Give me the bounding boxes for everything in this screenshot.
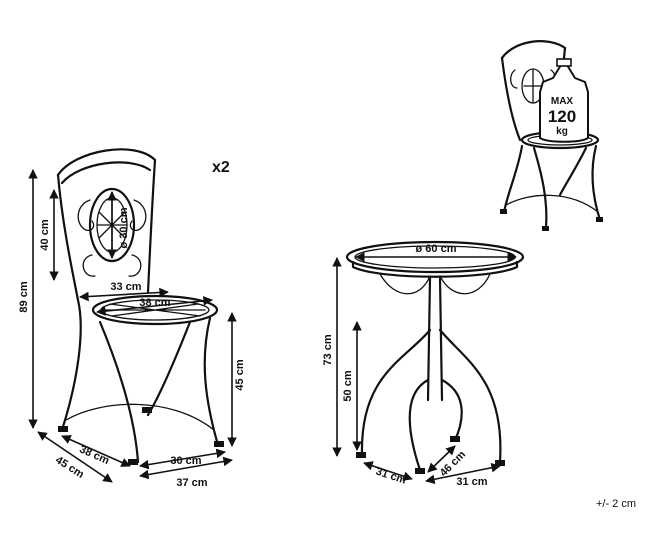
chair-back-height-label: 40 cm	[39, 219, 51, 250]
quantity-label: x2	[212, 159, 230, 176]
table-height-label: 73 cm	[322, 334, 334, 365]
table-foot-diagonal-label: 46 cm	[438, 448, 469, 479]
table-drawing	[345, 240, 525, 474]
medallion-diameter-label: ø 30 cm	[118, 207, 130, 248]
seat-diameter-label: 38 cm	[139, 297, 170, 309]
table-top	[345, 240, 525, 274]
seat-diameter-line	[96, 296, 213, 316]
table-lower-height-label: 50 cm	[342, 370, 354, 401]
load-max-label: MAX	[551, 96, 574, 107]
table-foot-left-line	[363, 461, 413, 481]
tolerance-note: +/- 2 cm	[595, 498, 636, 510]
back-width-line	[79, 287, 169, 302]
chair-width-front-label: 30 cm	[170, 455, 201, 467]
table-diameter-label: ø 60 cm	[416, 243, 457, 255]
table-foot-base-line	[425, 463, 501, 484]
chair-width-base-line	[139, 456, 233, 480]
chair-depth-base-line	[37, 431, 113, 483]
chair-height-total-label: 89 cm	[18, 281, 30, 312]
chair-width-base-label: 37 cm	[176, 477, 207, 489]
seat-height-label: 45 cm	[234, 359, 246, 390]
table-foot-base-label: 31 cm	[456, 476, 487, 488]
load-value-label: 120	[548, 107, 576, 126]
chair-depth-front-label: 38 cm	[78, 443, 112, 467]
chair-depth-base-label: 45 cm	[53, 454, 86, 481]
load-chair-drawing	[500, 40, 603, 231]
load-unit-label: kg	[556, 126, 568, 137]
medallion-circle	[88, 187, 136, 263]
table-foot-left-label: 31 cm	[374, 466, 408, 487]
back-width-label: 33 cm	[110, 281, 141, 293]
